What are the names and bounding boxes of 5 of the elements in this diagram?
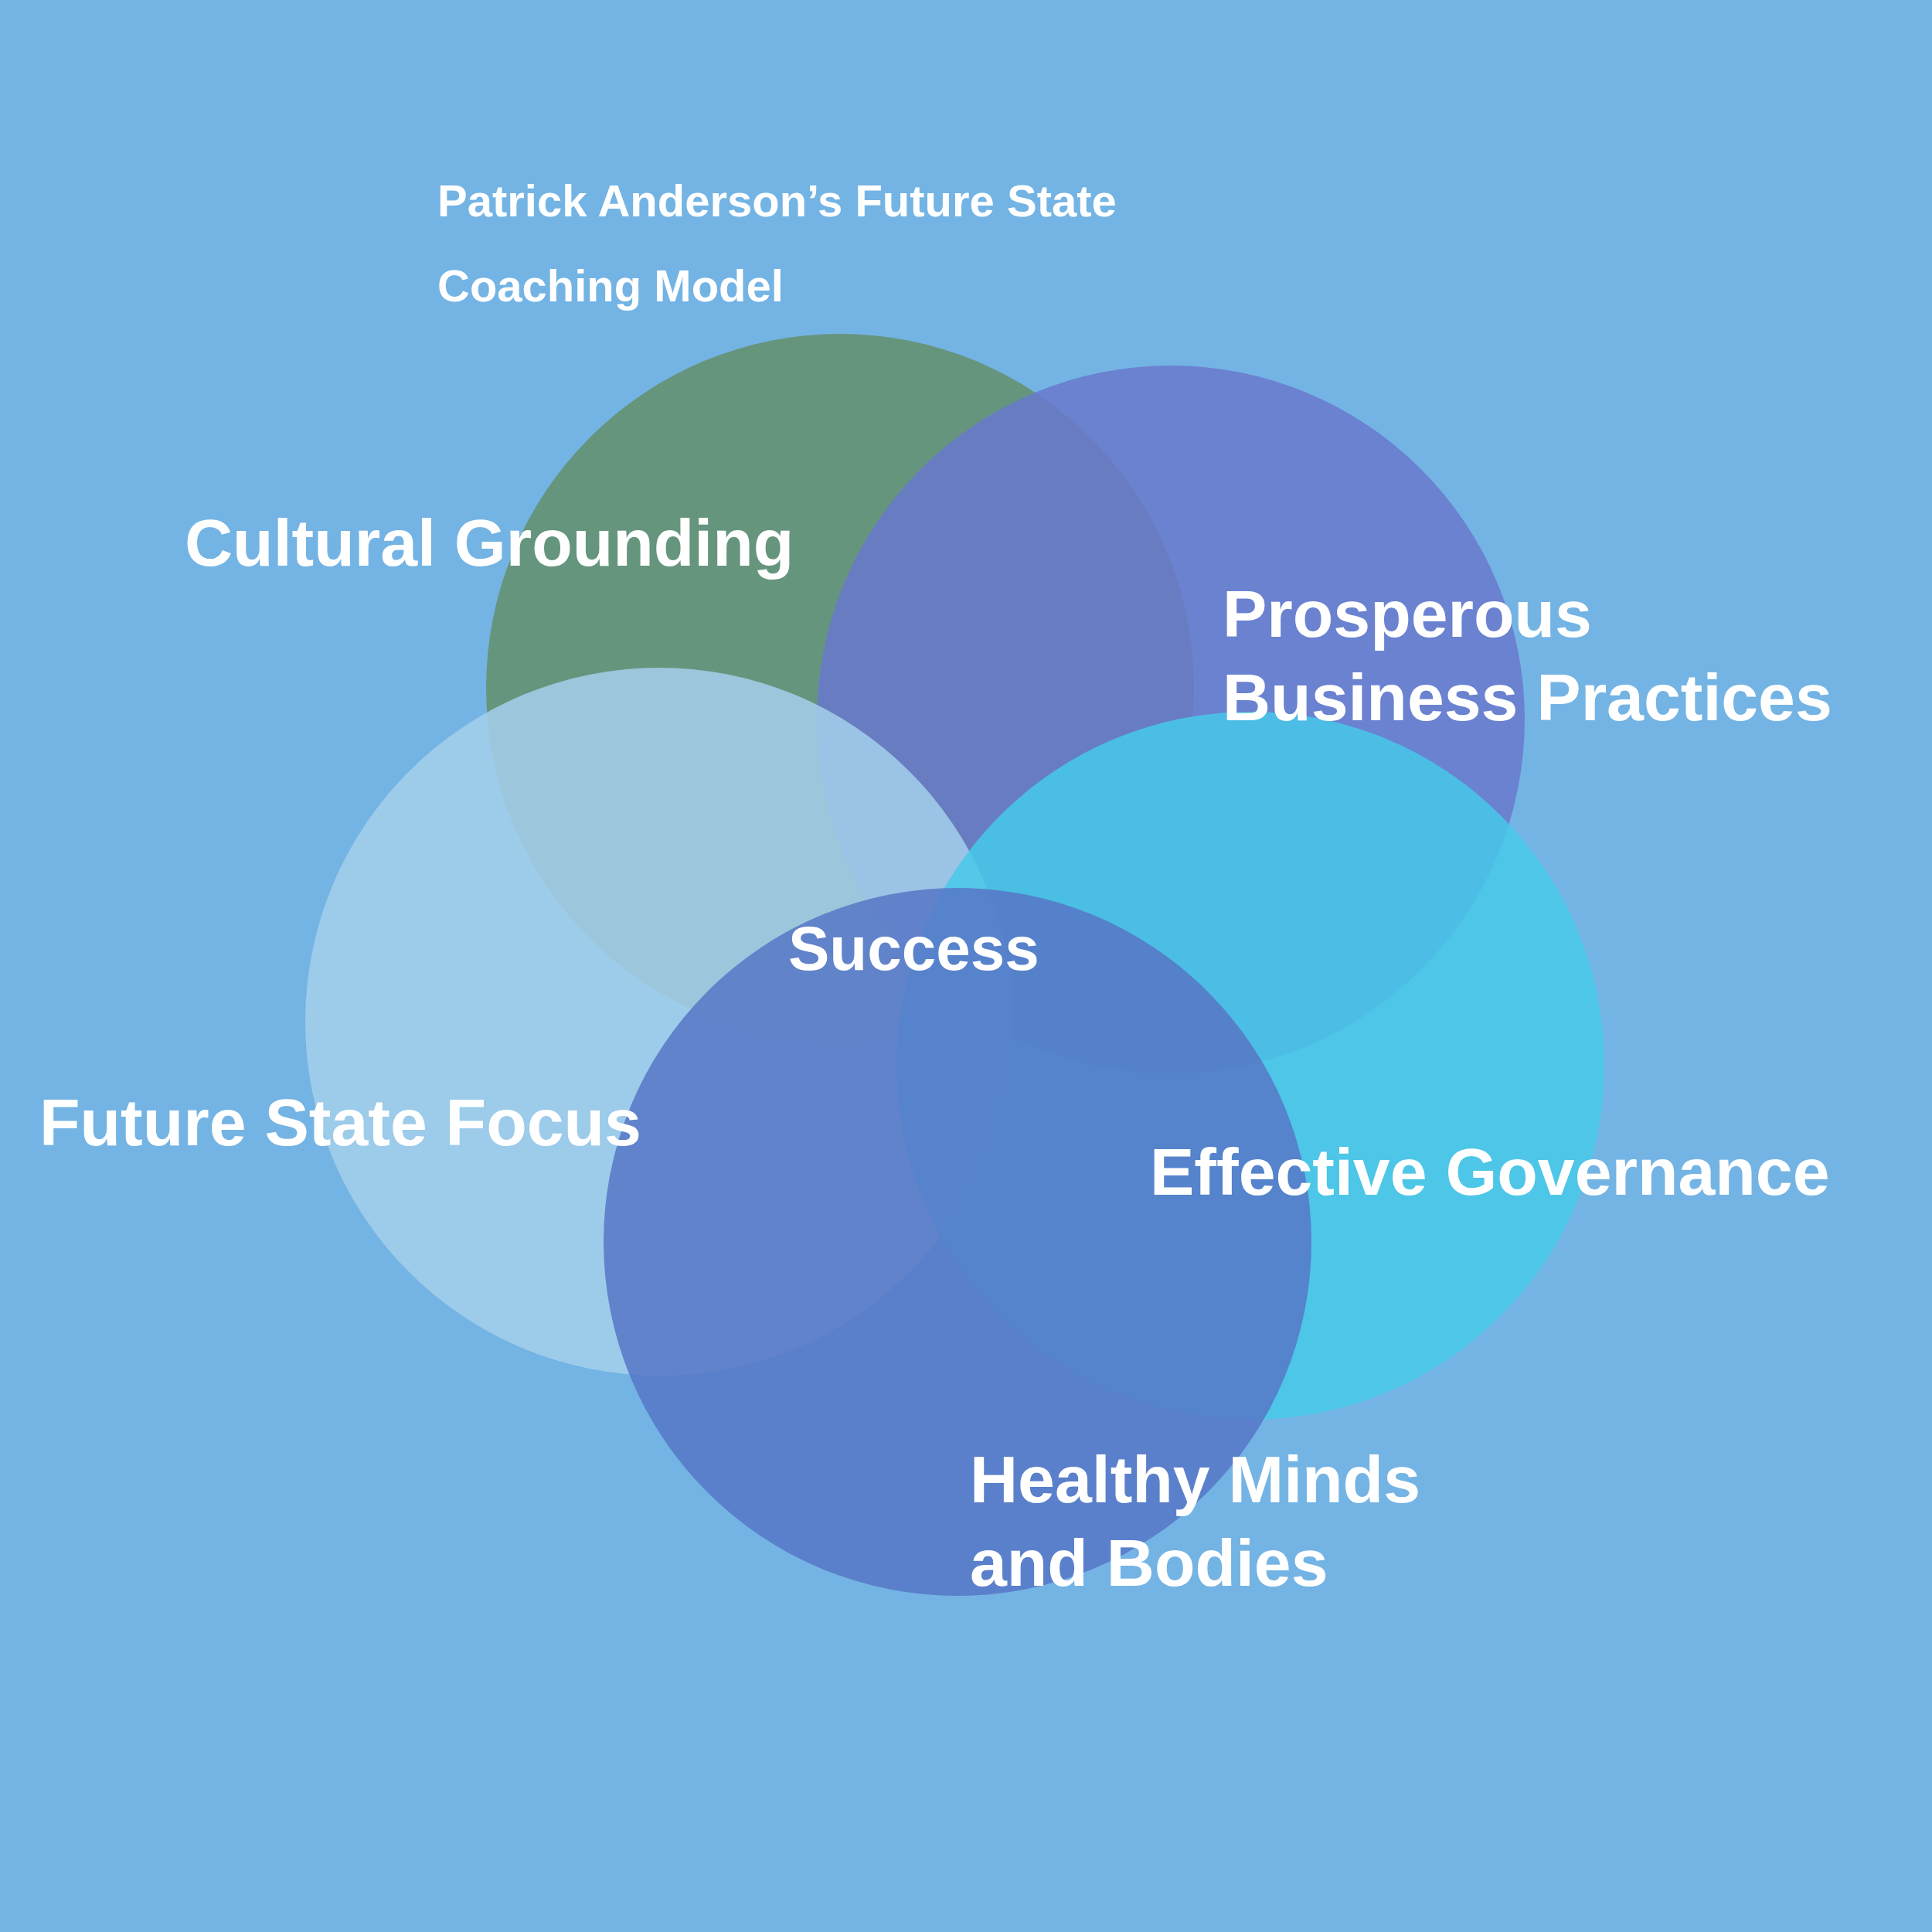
diagram-title: Patrick Anderson’s Future State Coaching Model bbox=[437, 175, 1117, 312]
circle-label: Prosperous Business Practices bbox=[1223, 576, 1833, 736]
circle-label: Healthy Minds and Bodies bbox=[970, 1441, 1421, 1601]
center-label: Success bbox=[788, 913, 1039, 985]
circle-label: Effective Governance bbox=[1150, 1134, 1831, 1210]
